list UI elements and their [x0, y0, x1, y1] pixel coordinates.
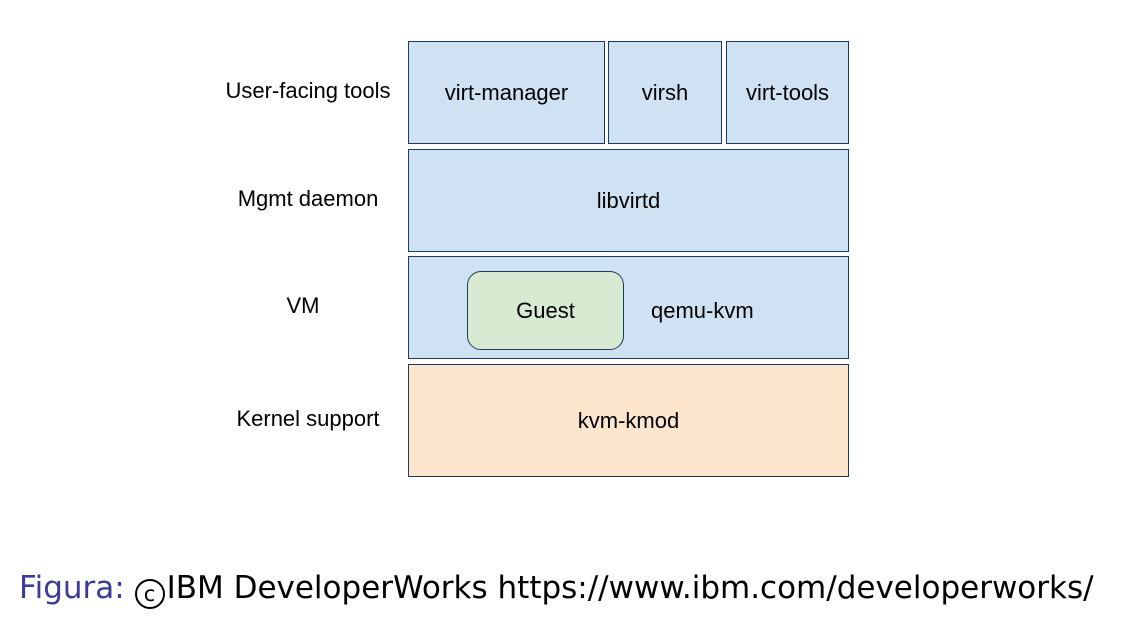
libvirtd-label: libvirtd — [596, 187, 661, 213]
row-label-user-facing-tools: User-facing tools — [225, 78, 391, 103]
virt-tools-box: virt-tools — [726, 41, 849, 144]
caption-text: IBM DeveloperWorks https://www.ibm.com/d… — [166, 570, 1094, 606]
row-label-mgmt-daemon: Mgmt daemon — [237, 186, 379, 211]
virsh-box: virsh — [608, 41, 722, 144]
kvm-kmod-box: kvm-kmod — [408, 364, 849, 477]
guest-box: Guest — [467, 271, 624, 350]
virsh-label: virsh — [641, 79, 689, 105]
caption-prefix: Figura: — [19, 570, 125, 606]
virt-manager-box: virt-manager — [408, 41, 605, 144]
guest-label: Guest — [516, 297, 575, 323]
libvirtd-box: libvirtd — [408, 149, 849, 252]
virt-manager-label: virt-manager — [444, 79, 569, 105]
kvm-kmod-label: kvm-kmod — [577, 407, 680, 433]
qemu-kvm-label: qemu-kvm — [651, 298, 754, 323]
virt-tools-label: virt-tools — [745, 79, 830, 105]
copyright-symbol: c — [134, 579, 165, 609]
row-label-kernel-support: Kernel support — [236, 406, 380, 431]
row-label-vm: VM — [286, 293, 320, 318]
